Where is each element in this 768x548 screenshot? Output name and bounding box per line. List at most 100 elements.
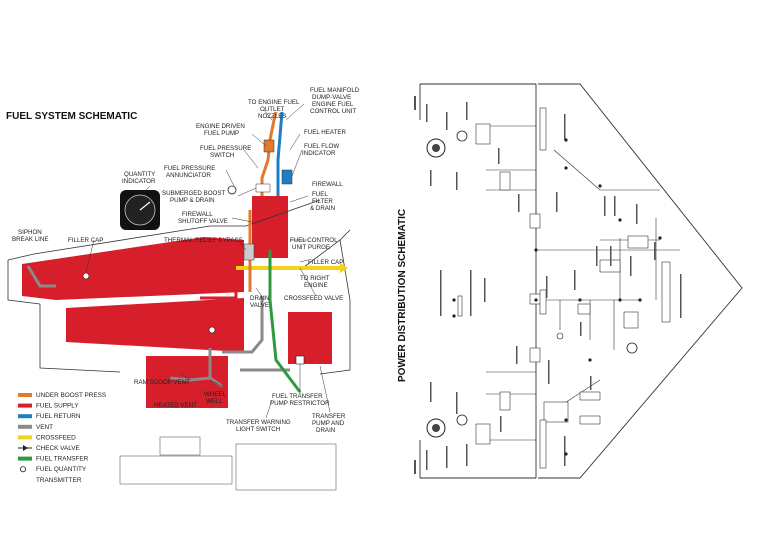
boost-pump [255, 183, 271, 193]
label-pressure-annunciator-2: ANNUNCIATOR [166, 172, 211, 179]
legend-item: FUEL QUANTITY [19, 466, 87, 473]
label-fuel-pressure: FUEL PRESSURE [200, 145, 251, 152]
legend-item: UNDER BOOST PRESS [18, 392, 106, 399]
fuel-notes [119, 436, 337, 491]
label-nozzles: NOZZLES [258, 113, 287, 120]
legend-label: FUEL TRANSFER [36, 456, 89, 463]
fuel-system-schematic: FUEL SYSTEM SCHEMATIC [6, 87, 360, 491]
label-light-switch: LIGHT SWITCH [236, 426, 280, 433]
label-fuel-transfer: FUEL TRANSFER [272, 393, 323, 400]
transmitter-icon [19, 466, 26, 473]
thermal-relief-valve [243, 243, 255, 261]
leader-lines [85, 103, 331, 419]
label-fuel-control: FUEL CONTROL [290, 237, 338, 244]
legend-label: FUEL RETURN [36, 413, 81, 420]
legend-item: FUEL TRANSFER [18, 456, 89, 463]
quantity-transmitter-icon-2 [208, 326, 216, 334]
label-crossfeed-valve: CROSSFEED VALVE [284, 295, 343, 302]
starter-generators [426, 130, 638, 438]
check-valve-icon [23, 445, 28, 451]
label-to-engine-fuel: TO ENGINE FUEL [248, 99, 300, 106]
power-fine-print [414, 96, 682, 474]
label-wheel: WHEEL [204, 391, 227, 398]
label-pump-restrictor: PUMP RESTRICTOR [270, 400, 330, 407]
label-quantity: QUANTITY [124, 171, 155, 178]
label-heated-vent: HEATED VENT [154, 402, 197, 409]
label-filler-cap-left: FILLER CAP [68, 237, 103, 244]
pressure-annunciator-icon [227, 185, 237, 195]
legend-label: UNDER BOOST PRESS [36, 392, 106, 399]
flow-indicator [281, 169, 293, 185]
label-filter: FILTER [312, 198, 333, 205]
quantity-indicator-gauge [120, 190, 160, 230]
legend-label: CROSSFEED [36, 434, 76, 441]
label-fuel-pump: FUEL PUMP [204, 130, 239, 137]
label-firewall-shutoff-1: FIREWALL [182, 211, 213, 218]
label-filler-cap-right: FILLER CAP [308, 259, 343, 266]
legend-item: TRANSMITTER [36, 477, 82, 484]
label-pump-drain: PUMP & DRAIN [170, 197, 215, 204]
fuel-schematic-title: FUEL SYSTEM SCHEMATIC [6, 111, 137, 122]
label-engine-r: ENGINE [304, 282, 328, 289]
label-thermal-relief: THERMAL RELIEF BYPASS [164, 237, 243, 244]
label-unit-purge: UNIT PURGE [292, 244, 330, 251]
legend-item: FUEL RETURN [18, 413, 81, 420]
label-control-unit: CONTROL UNIT [310, 108, 356, 115]
legend-item: CROSSFEED [18, 434, 76, 441]
crossfeed-line [236, 263, 348, 273]
label-pressure-annunciator-1: FUEL PRESSURE [164, 165, 215, 172]
label-fuel-flow: FUEL FLOW [304, 143, 339, 150]
label-fuel-manifold: FUEL MANIFOLD [310, 87, 360, 94]
legend-label: FUEL QUANTITY [36, 466, 87, 473]
transfer-lines [268, 250, 302, 393]
label-transfer-warning: TRANSFER WARNING [226, 419, 291, 426]
fuel-tanks [22, 196, 332, 408]
legend-item: FUEL SUPPLY [18, 403, 79, 410]
label-fuel-heater: FUEL HEATER [304, 129, 346, 136]
label-drain-v: DRAIN [250, 295, 269, 302]
label-submerged-boost: SUBMERGED BOOST [162, 190, 225, 197]
label-ram-scoop: RAM SCOOP VENT [134, 379, 190, 386]
legend-label: FUEL SUPPLY [36, 403, 79, 410]
label-dump-valve: DUMP-VALVE [312, 94, 351, 101]
label-engine-fuel: ENGINE FUEL [312, 101, 354, 108]
power-nodes [452, 138, 662, 456]
power-distribution-schematic: POWER DISTRIBUTION SCHEMATIC [397, 83, 743, 479]
label-drain-t: DRAIN [316, 427, 335, 434]
legend-label: TRANSMITTER [36, 477, 82, 484]
quantity-transmitter-icon [82, 272, 90, 280]
bus-frame [419, 83, 743, 479]
legend-swatch [18, 393, 32, 397]
legend-item: CHECK VALVE [18, 445, 80, 452]
label-fuel-f: FUEL [312, 191, 328, 198]
label-outlet: OUTLET [260, 106, 285, 113]
fuel-labels: TO ENGINE FUEL OUTLET NOZZLES FUEL MANIF… [12, 87, 360, 434]
label-break-line: BREAK LINE [12, 236, 48, 243]
engine-driven-pump [263, 139, 275, 153]
label-valve: VALVE [250, 302, 269, 309]
legend-label: CHECK VALVE [36, 445, 80, 452]
label-firewall: FIREWALL [312, 181, 343, 188]
nacelle-tank [252, 196, 288, 258]
label-indicator: INDICATOR [302, 150, 336, 157]
bus-bars [539, 107, 671, 469]
legend-item: VENT [18, 424, 53, 431]
fuel-legend: UNDER BOOST PRESS FUEL SUPPLY FUEL RETURN V… [18, 392, 106, 484]
power-components [457, 123, 649, 445]
legend-swatch [18, 435, 32, 440]
label-to-right: TO RIGHT [300, 275, 330, 282]
label-engine-driven: ENGINE DRIVEN [196, 123, 245, 130]
fuel-components [82, 139, 305, 365]
legend-swatch [18, 403, 32, 408]
legend-swatch [18, 424, 32, 429]
label-indicator-q: INDICATOR [122, 178, 156, 185]
transfer-tank [288, 312, 332, 364]
legend-swatch [18, 456, 32, 461]
legend-label: VENT [36, 424, 53, 431]
label-well: WELL [206, 398, 223, 405]
label-firewall-shutoff-2: SHUTOFF VALVE [178, 218, 228, 225]
label-switch: SWITCH [210, 152, 234, 159]
label-pump-and: PUMP AND [312, 420, 345, 427]
transfer-pump-icon [295, 355, 305, 365]
